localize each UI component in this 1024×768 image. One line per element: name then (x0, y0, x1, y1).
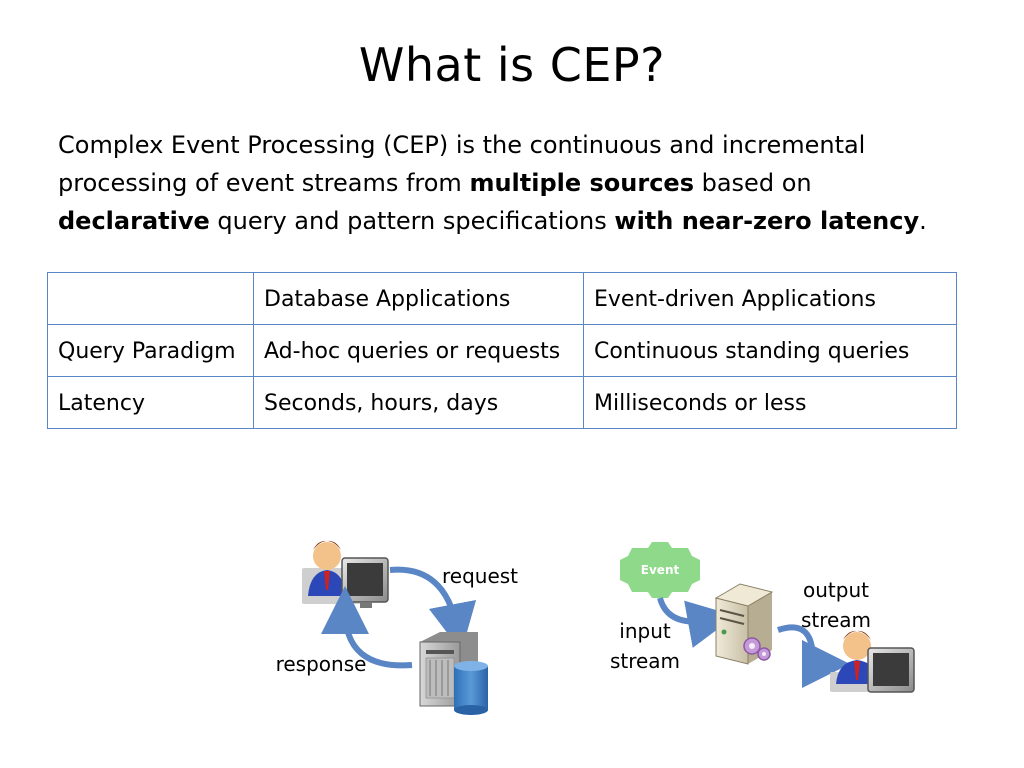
table-cell: Milliseconds or less (583, 376, 957, 429)
event-label: Event (640, 563, 680, 577)
intro-paragraph: Complex Event Processing (CEP) is the co… (58, 126, 958, 240)
response-arrow (321, 586, 413, 669)
table-cell: Latency (47, 376, 254, 429)
request-arrow (389, 566, 477, 652)
input-stream-label-line1: input (619, 619, 671, 643)
table-cell: Ad-hoc queries or requests (253, 324, 584, 377)
cep-server-icon (714, 583, 774, 665)
intro-bold-multiple-sources: multiple sources (469, 169, 694, 197)
intro-text-4: . (919, 207, 927, 235)
user-computer-icon (302, 540, 389, 608)
table-header-row: Database Applications Event-driven Appli… (47, 272, 957, 325)
intro-text-1: Complex Event Processing (CEP) is the co… (58, 131, 866, 197)
slide-title: What is CEP? (358, 38, 666, 92)
user-computer-icon (830, 630, 915, 693)
response-label: response (275, 652, 367, 676)
input-stream-label-line2: stream (609, 649, 681, 673)
server-database-icon (419, 632, 488, 715)
table-cell: Query Paradigm (47, 324, 254, 377)
input-stream-label: input stream (598, 616, 692, 676)
table-cell: Continuous standing queries (583, 324, 957, 377)
output-stream-label-line1: output (803, 578, 869, 602)
input-stream-arrow (657, 597, 736, 648)
output-stream-label-line2: stream (800, 608, 872, 632)
table-header-empty (47, 272, 254, 325)
table-header-database: Database Applications (253, 272, 584, 325)
comparison-table: Database Applications Event-driven Appli… (47, 272, 957, 429)
table-row: Latency Seconds, hours, days Millisecond… (47, 376, 957, 429)
intro-text-3: query and pattern specifications (209, 207, 615, 235)
request-label: request (441, 564, 519, 588)
intro-bold-latency: with near-zero latency (614, 207, 920, 235)
event-gear-icon (620, 542, 700, 598)
intro-bold-declarative: declarative (58, 207, 210, 235)
table-row: Query Paradigm Ad-hoc queries or request… (47, 324, 957, 377)
intro-text-2: based on (693, 169, 812, 197)
table-cell: Seconds, hours, days (253, 376, 584, 429)
output-stream-label: output stream (788, 575, 884, 635)
table-header-event-driven: Event-driven Applications (583, 272, 957, 325)
output-stream-arrow (777, 624, 850, 688)
